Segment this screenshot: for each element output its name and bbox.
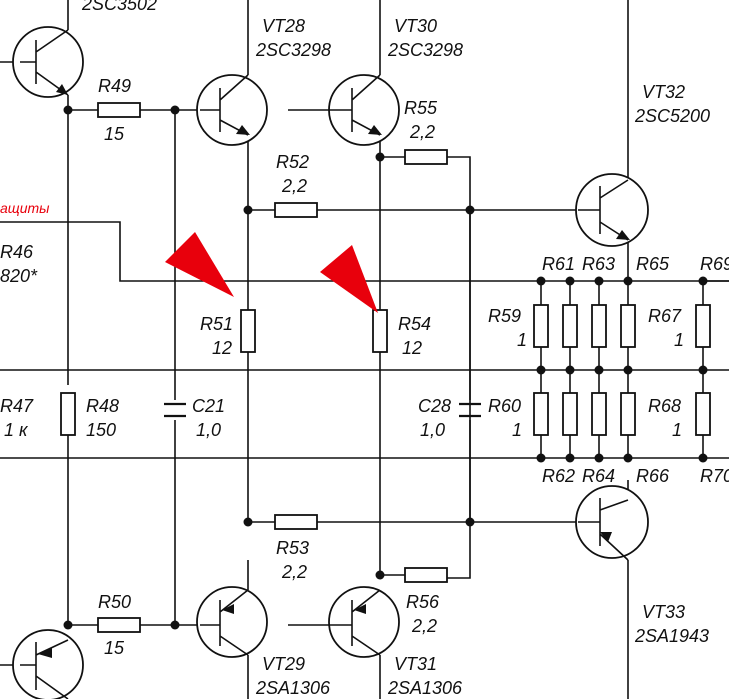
label-r47-value: 1 к — [4, 420, 29, 440]
label-r48-value: 150 — [86, 420, 116, 440]
label-r62: R62 — [542, 466, 575, 486]
label-r55-value: 2,2 — [409, 122, 435, 142]
label-vt32-type: 2SC5200 — [634, 106, 710, 126]
label-vt28-type: 2SC3298 — [255, 40, 331, 60]
label-r55: R55 — [404, 98, 438, 118]
label-r54: R54 — [398, 314, 431, 334]
r48-body — [60, 392, 76, 436]
label-2sc3502: 2SC3502 — [81, 0, 157, 14]
r67-body — [695, 304, 711, 348]
label-r56-value: 2,2 — [411, 616, 437, 636]
label-r66: R66 — [636, 466, 670, 486]
r51-marker — [165, 232, 234, 297]
transistor-vt31 — [328, 586, 400, 658]
resistors — [60, 102, 711, 633]
r66-body — [620, 392, 636, 436]
label-r47: R47 — [0, 396, 34, 416]
label-vt30: VT30 — [394, 16, 437, 36]
label-r69: R69 — [700, 254, 729, 274]
label-r53-value: 2,2 — [281, 562, 307, 582]
label-r60-value: 1 — [512, 420, 522, 440]
label-r64: R64 — [582, 466, 615, 486]
r54-marker — [320, 245, 378, 313]
r56-body — [404, 567, 448, 583]
transistor-vt32 — [575, 173, 649, 247]
capacitor-c21 — [164, 402, 186, 418]
label-r51-value: 12 — [212, 338, 232, 358]
label-r50: R50 — [98, 592, 131, 612]
label-r68: R68 — [648, 396, 681, 416]
label-r46: R46 — [0, 242, 34, 262]
label-vt31: VT31 — [394, 654, 437, 674]
label-r51: R51 — [200, 314, 233, 334]
r60-body — [533, 392, 549, 436]
r68-body — [695, 392, 711, 436]
label-vt33-type: 2SA1943 — [634, 626, 709, 646]
label-vt29: VT29 — [262, 654, 305, 674]
label-r68-value: 1 — [672, 420, 682, 440]
transistor-top-left — [12, 26, 84, 98]
transistor-vt30 — [328, 74, 400, 146]
label-c21: C21 — [192, 396, 225, 416]
r50-body — [97, 617, 141, 633]
label-r50-value: 15 — [104, 638, 125, 658]
label-vt28: VT28 — [262, 16, 305, 36]
label-r49-value: 15 — [104, 124, 125, 144]
label-vt29-type: 2SA1306 — [255, 678, 331, 698]
r54-body — [372, 309, 388, 353]
label-r70: R70 — [700, 466, 729, 486]
label-r67: R67 — [648, 306, 682, 326]
label-r60: R60 — [488, 396, 521, 416]
label-c21-value: 1,0 — [196, 420, 221, 440]
label-r53: R53 — [276, 538, 309, 558]
label-r52: R52 — [276, 152, 309, 172]
transistor-vt33 — [575, 485, 649, 561]
r63-body — [591, 304, 607, 348]
label-protection: ащиты — [0, 200, 50, 216]
label-vt33: VT33 — [642, 602, 685, 622]
label-r54-value: 12 — [402, 338, 422, 358]
label-r48: R48 — [86, 396, 119, 416]
r51-body — [240, 309, 256, 353]
label-vt32: VT32 — [642, 82, 685, 102]
r53-body — [274, 514, 318, 530]
r55-body — [404, 149, 448, 165]
r61-body — [562, 304, 578, 348]
label-r61: R61 — [542, 254, 575, 274]
label-r52-value: 2,2 — [281, 176, 307, 196]
label-c28: C28 — [418, 396, 451, 416]
label-r59: R59 — [488, 306, 521, 326]
transistor-vt28 — [196, 74, 268, 146]
capacitor-c28 — [459, 402, 481, 418]
label-r63: R63 — [582, 254, 615, 274]
label-c28-value: 1,0 — [420, 420, 445, 440]
r59-body — [533, 304, 549, 348]
r64-body — [591, 392, 607, 436]
transistor-vt29 — [196, 586, 268, 658]
r62-body — [562, 392, 578, 436]
r65-body — [620, 304, 636, 348]
label-vt31-type: 2SA1306 — [387, 678, 463, 698]
label-r59-value: 1 — [517, 330, 527, 350]
r49-body — [97, 102, 141, 118]
label-r67-value: 1 — [674, 330, 684, 350]
label-r65: R65 — [636, 254, 670, 274]
label-r56: R56 — [406, 592, 440, 612]
r52-body — [274, 202, 318, 218]
label-r49: R49 — [98, 76, 131, 96]
junction-dots — [63, 105, 708, 630]
label-vt30-type: 2SC3298 — [387, 40, 463, 60]
transistor-bottom-left — [12, 629, 84, 699]
label-r46-value: 820* — [0, 266, 38, 286]
